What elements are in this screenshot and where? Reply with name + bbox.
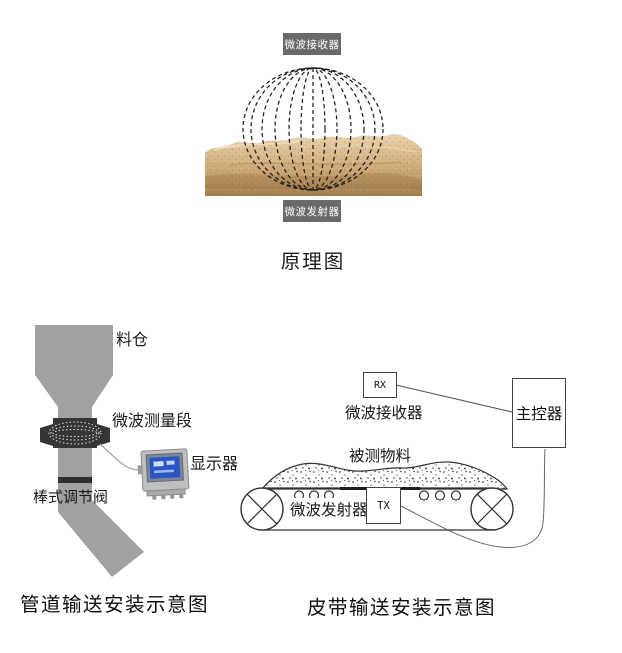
measurement-section-shape	[40, 418, 110, 448]
pipeline-caption: 管道输送安装示意图	[20, 594, 210, 616]
bent-pipe	[58, 500, 144, 577]
sphere-wireframe	[242, 67, 384, 191]
material-heap-texture	[262, 461, 507, 489]
hopper-label: 料仓	[116, 332, 149, 349]
sand-photo	[205, 134, 422, 196]
valve-label: 棒式调节阀	[33, 489, 109, 506]
rx-controller-line	[395, 384, 513, 413]
conveyor-left-pulley	[240, 487, 284, 531]
hopper-shape	[35, 325, 113, 407]
tx-box: TX	[366, 487, 401, 524]
display-device	[137, 448, 190, 500]
measurement-ellipse	[48, 421, 102, 445]
rx-box: RX	[363, 372, 397, 398]
principle-title: 原理图	[280, 251, 346, 273]
belt-receiver-label: 微波接收器	[345, 405, 423, 422]
display-screen	[149, 456, 181, 479]
measure-section-label: 微波测量段	[112, 413, 193, 430]
belt-caption: 皮带输送安装示意图	[307, 597, 497, 619]
belt-shapes	[240, 384, 546, 549]
receiver-label-box: 微波接收器	[283, 33, 341, 55]
display-connector-line	[99, 443, 142, 471]
belt-transmitter-label: 微波发射器	[290, 498, 368, 520]
pipeline-shapes	[35, 325, 190, 577]
material-label: 被测物料	[349, 448, 412, 465]
transmitter-label-box: 微波发射器	[283, 200, 341, 222]
idler-rollers	[293, 490, 462, 501]
controller-box: 主控器	[512, 378, 566, 448]
pipe-upper	[58, 405, 92, 420]
valve-band	[58, 477, 92, 483]
tx-controller-curve	[400, 448, 546, 549]
conveyor-right-pulley	[470, 487, 514, 531]
display-label: 显示器	[190, 456, 239, 473]
